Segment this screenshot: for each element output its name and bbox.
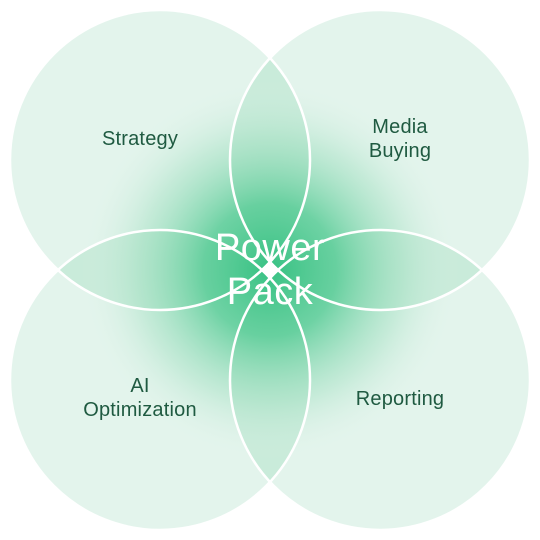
label-strategy: Strategy [101,128,179,150]
circle-outlines [8,8,532,532]
center-title: Power Pack [215,226,325,314]
center-title-line1: Power [214,227,326,269]
center-title-line2: Pack [226,271,314,313]
label-ai-optimization: AI Optimization [83,375,197,421]
label-reporting: Reporting [355,388,445,410]
label-media-buying: Media Buying [368,116,432,162]
